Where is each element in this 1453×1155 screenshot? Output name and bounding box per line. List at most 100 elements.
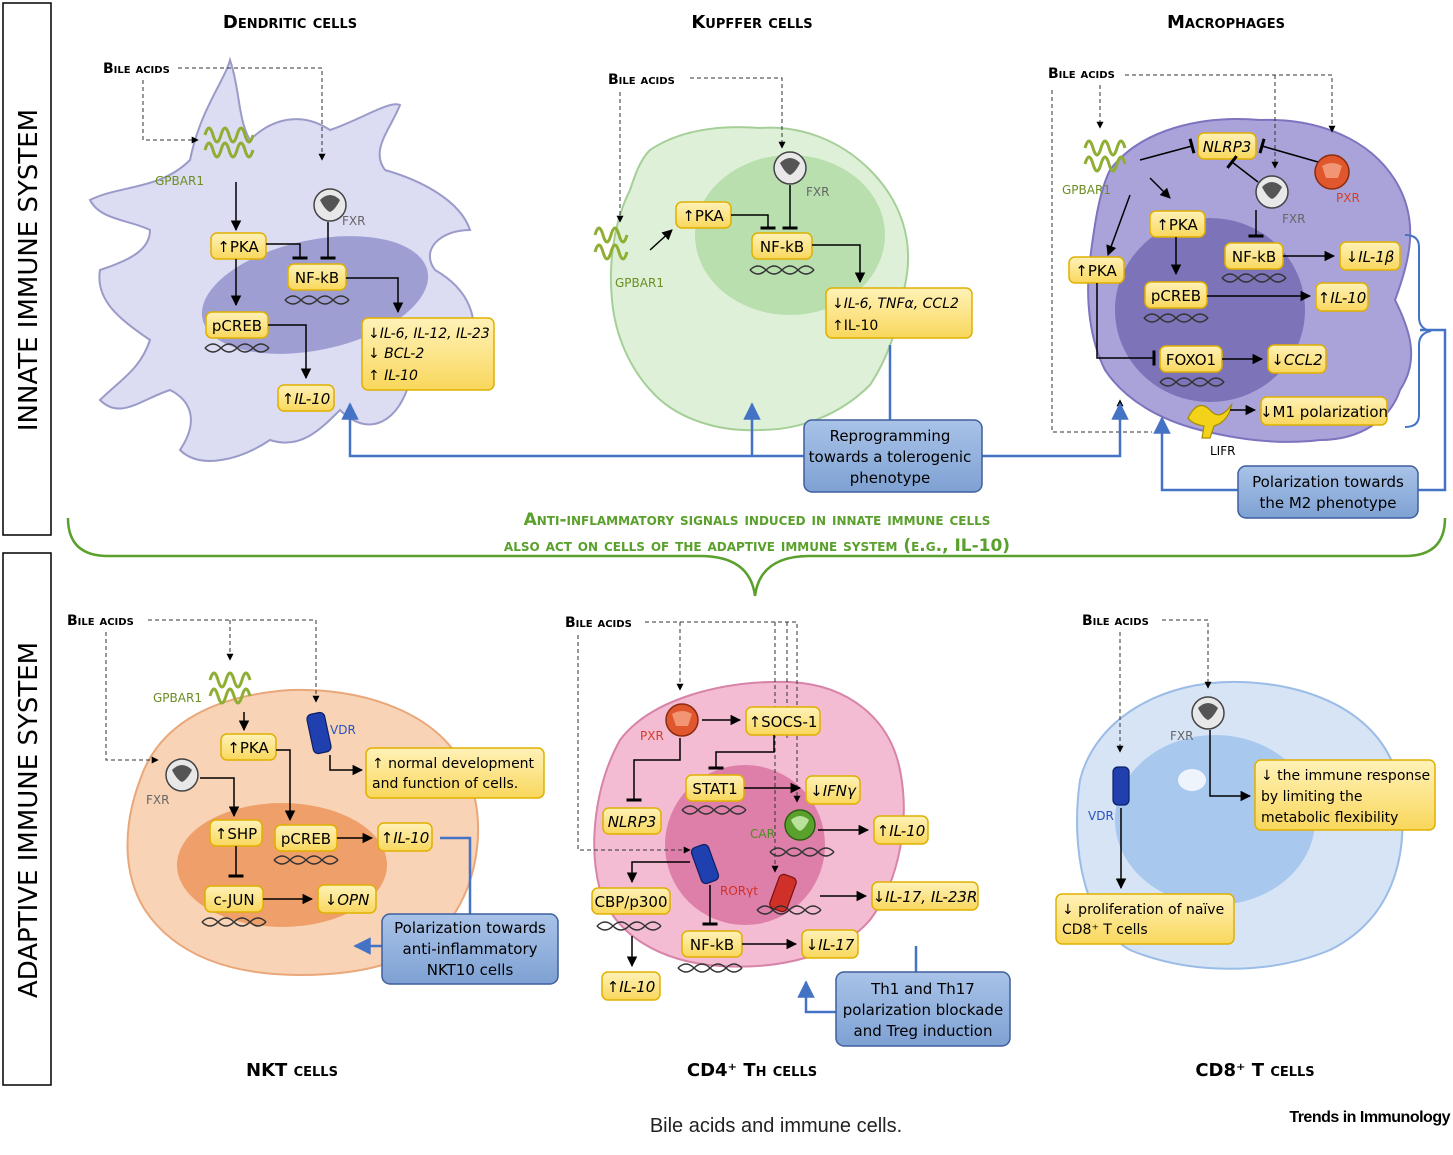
m2-note-box	[1237, 465, 1419, 519]
lifr-receptor-icon	[1187, 403, 1233, 439]
macrophage-il10: ↑IL-10	[1318, 289, 1367, 307]
m2-line-2: the M2 phenotype	[1259, 494, 1396, 512]
macrophage-pka1-box	[1149, 210, 1206, 238]
cd4-il10b: ↑IL-10	[607, 978, 656, 996]
dendritic-pka-box	[210, 232, 267, 260]
dendritic-effect-2: ↓ BCL-2	[368, 346, 424, 362]
heading-cd4: CD4⁺ Th cells	[687, 1060, 817, 1081]
nkt-opn-box	[317, 884, 377, 914]
cd4-roryt-label: RORγt	[720, 884, 758, 898]
macrophage-gpbar1-label: GPBAR1	[1062, 183, 1111, 197]
nkt-cjun: c-JUN	[213, 891, 254, 909]
anti-inflammatory-line-1: Anti-inflammatory signals induced in inn…	[524, 510, 991, 530]
cd4-dna-car	[769, 847, 835, 857]
macrophage-il10-box	[1315, 282, 1369, 312]
figure-caption: Bile acids and immune cells.	[650, 1115, 902, 1137]
kupffer-effects-box	[825, 287, 973, 339]
cd8-fxr-icon	[1191, 696, 1225, 730]
dendritic-nfkb-box	[287, 263, 347, 291]
cd8-prolif-line-2: CD8⁺ T cells	[1062, 922, 1148, 938]
anti-inflammatory-line-2: also act on cells of the adaptive immune…	[504, 536, 1010, 556]
nkt-gpbar1-icon	[208, 671, 252, 705]
macrophage-fxr-icon	[1255, 175, 1289, 209]
macrophage-pxr-label: PXR	[1336, 191, 1360, 205]
nkt-opn: ↓OPN	[325, 891, 370, 909]
dendritic-gpbar1-label: GPBAR1	[155, 174, 204, 188]
cd4-il17r: ↓IL-17, IL-23R	[873, 888, 978, 906]
dendritic-effect-1: ↓IL-6, IL-12, IL-23	[368, 326, 490, 342]
dendritic-nfkb: NF-kB	[295, 269, 339, 287]
cd4-ifng-box	[805, 775, 861, 805]
roryt-receptor-icon	[769, 873, 797, 913]
dendritic-bile-acids: Bile acids	[103, 61, 170, 77]
cd4-il10b-box	[601, 971, 661, 1001]
kupffer-fxr-icon	[773, 151, 807, 185]
cd8-bile-acids: Bile acids	[1082, 613, 1149, 629]
cd4-il10a-box	[873, 815, 929, 845]
nkt-dna-cjun	[201, 917, 267, 927]
cd8-vdr-label: VDR	[1088, 809, 1114, 823]
macrophage-m1: ↓M1 polarization	[1260, 403, 1388, 421]
nkt-fxr-icon	[165, 758, 199, 792]
dendritic-effects-box	[361, 317, 495, 391]
th-note-box	[835, 971, 1011, 1047]
nkt-pka-box	[220, 733, 277, 761]
vdr-receptor-icon	[306, 711, 332, 755]
cd4-il17: ↓IL-17	[806, 936, 855, 954]
cd4-il17-box	[801, 929, 859, 959]
macrophage-il1b-box	[1339, 241, 1401, 271]
dendritic-il10-box	[277, 384, 335, 412]
cd4-cbp-box	[591, 887, 671, 915]
cd4-il10a: ↑IL-10	[877, 822, 926, 840]
macrophage-fxr-label: FXR	[1282, 212, 1305, 226]
kupffer-nfkb-box	[751, 232, 813, 260]
macrophage-pcreb-box	[1144, 281, 1208, 309]
cd4-stat1: STAT1	[692, 780, 737, 798]
macrophage-nfkb: NF-kB	[1232, 248, 1276, 266]
cd4-ifng: ↓IFNγ	[810, 782, 857, 800]
cd4-dna-cbp	[596, 921, 662, 931]
kupffer-dna	[749, 265, 815, 275]
heading-dendritic: Dendritic cells	[223, 12, 357, 33]
dendritic-dna-nfkb	[284, 295, 350, 305]
cd8-response-line-2: by limiting the	[1261, 789, 1363, 805]
cd8-response-line-3: metabolic flexibility	[1261, 810, 1398, 826]
kupffer-effect-2: ↑IL-10	[832, 318, 878, 334]
pxr-receptor-icon	[1314, 154, 1350, 190]
cd4-pxr-icon	[665, 703, 699, 737]
heading-kupffer: Kupffer cells	[691, 12, 812, 33]
fxr-receptor-icon	[313, 188, 347, 222]
nkt10-line-1: Polarization towards	[394, 919, 546, 937]
cd4-dna-stat1	[681, 805, 747, 815]
macrophage-dna-foxo1	[1159, 377, 1225, 387]
dendritic-pka: ↑PKA	[217, 238, 259, 256]
nkt10-note-box	[381, 913, 559, 985]
heading-nkt: NKT cells	[246, 1060, 338, 1081]
cd4-socs1: ↑SOCS-1	[749, 713, 818, 731]
cd4-dna-roryt	[756, 905, 822, 915]
cd8-vdr-icon	[1112, 766, 1130, 806]
reprogramming-note-box	[803, 419, 983, 493]
cd4-nfkb: NF-kB	[690, 936, 734, 954]
th-line-2: polarization blockade	[843, 1001, 1003, 1019]
kupffer-fxr-label: FXR	[806, 185, 829, 199]
cd4-socs1-box	[745, 706, 821, 736]
macrophage-m1-box	[1260, 396, 1388, 426]
cd8-response-box	[1254, 759, 1436, 831]
kupffer-effect-1: ↓IL-6, TNFα, CCL2	[832, 296, 959, 312]
adaptive-section-frame: ADAPTIVE IMMUNE SYSTEM	[2, 552, 52, 1086]
cd8-prolif-box	[1055, 893, 1235, 945]
nkt-pka: ↑PKA	[227, 739, 269, 757]
cd8-response-line-1: ↓ the immune response	[1261, 768, 1430, 784]
cd4-nlrp3: NLRP3	[608, 813, 657, 831]
nkt-bile-acids: Bile acids	[67, 613, 134, 629]
macrophage-gpbar1-icon	[1083, 139, 1127, 173]
macrophage-lifr-label: LIFR	[1210, 444, 1235, 458]
innate-section-frame: INNATE IMMUNE SYSTEM	[2, 2, 52, 536]
nkt-dna-pcreb	[273, 855, 339, 865]
macrophage-ccl2-box	[1267, 344, 1327, 374]
cd8-cell	[1076, 680, 1404, 970]
th-line-1: Th1 and Th17	[870, 980, 975, 998]
macrophage-nlrp3: NLRP3	[1203, 138, 1252, 156]
